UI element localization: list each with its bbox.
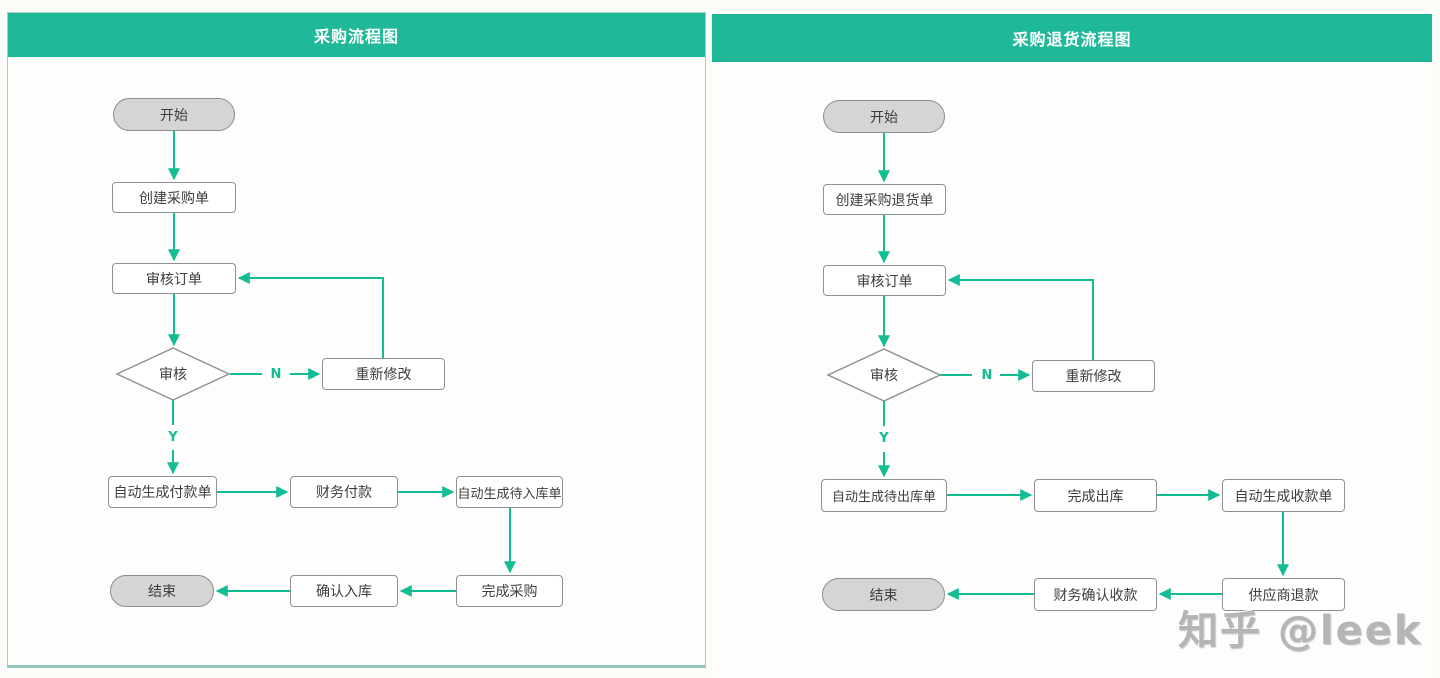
node-finance-payment: 财务付款 bbox=[290, 476, 398, 508]
node-modify: 重新修改 bbox=[322, 358, 445, 390]
node-end: 结束 bbox=[822, 578, 945, 611]
node-generate-receipt-order: 自动生成收款单 bbox=[1222, 479, 1345, 512]
branch-label-yes: Y bbox=[879, 430, 889, 446]
node-modify: 重新修改 bbox=[1032, 360, 1155, 392]
node-complete-outbound: 完成出库 bbox=[1034, 479, 1157, 512]
decision-diamond-shape bbox=[826, 348, 942, 402]
purchase-flowchart-title: 采购流程图 bbox=[8, 13, 705, 57]
zhihu-watermark: 知乎 @leek bbox=[1178, 608, 1423, 654]
node-end: 结束 bbox=[110, 575, 214, 607]
node-generate-payment-order: 自动生成付款单 bbox=[108, 476, 217, 508]
node-review-order: 审核订单 bbox=[823, 265, 946, 296]
node-finance-confirm-receipt: 财务确认收款 bbox=[1034, 578, 1157, 611]
node-complete-purchase: 完成采购 bbox=[456, 575, 563, 607]
purchase-return-flowchart-title: 采购退货流程图 bbox=[712, 14, 1432, 62]
node-confirm-inbound: 确认入库 bbox=[290, 575, 398, 607]
node-review-decision: 审核 bbox=[870, 368, 898, 384]
decision-diamond-shape bbox=[115, 347, 231, 401]
node-create-purchase-order: 创建采购单 bbox=[112, 182, 236, 213]
node-start: 开始 bbox=[823, 100, 945, 133]
node-create-purchase-return-order: 创建采购退货单 bbox=[823, 184, 946, 215]
branch-label-no: N bbox=[981, 367, 993, 383]
node-review-order: 审核订单 bbox=[112, 263, 236, 294]
node-start: 开始 bbox=[113, 98, 235, 131]
node-generate-outbound-order: 自动生成待出库单 bbox=[821, 479, 947, 512]
branch-label-no: N bbox=[270, 366, 282, 382]
branch-label-yes: Y bbox=[168, 429, 178, 445]
node-generate-inbound-order: 自动生成待入库单 bbox=[456, 476, 563, 508]
node-review-decision: 审核 bbox=[159, 367, 187, 383]
node-supplier-refund: 供应商退款 bbox=[1222, 578, 1345, 611]
